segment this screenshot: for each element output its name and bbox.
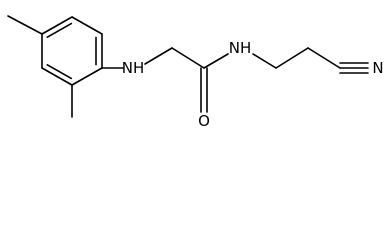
amide-ethyl-bond bbox=[252, 53, 277, 69]
ethyl-nitrile-bond bbox=[307, 47, 341, 69]
chemical-structure: NH O NH N bbox=[7, 15, 384, 130]
carbonyl-oxygen-label: O bbox=[198, 112, 210, 130]
ring-inner-bond bbox=[46, 22, 73, 39]
dimethylphenyl-ring bbox=[41, 16, 103, 86]
ethyl-bond bbox=[275, 47, 309, 69]
carbonyl-amide-bond bbox=[203, 53, 229, 69]
amine-methylene-bond bbox=[144, 47, 173, 65]
ring-bond bbox=[71, 16, 103, 35]
nitrile-nitrogen-label: N bbox=[372, 59, 383, 77]
amine-nh-label: NH bbox=[122, 59, 145, 77]
ring-bond bbox=[41, 16, 73, 35]
ring-bond bbox=[41, 67, 73, 86]
para-methyl-bond bbox=[7, 15, 43, 35]
ring-inner-bond bbox=[46, 64, 73, 80]
amide-nh-label: NH bbox=[229, 39, 252, 57]
methylene-carbonyl-bond bbox=[171, 47, 205, 69]
ring-bond bbox=[71, 67, 103, 86]
